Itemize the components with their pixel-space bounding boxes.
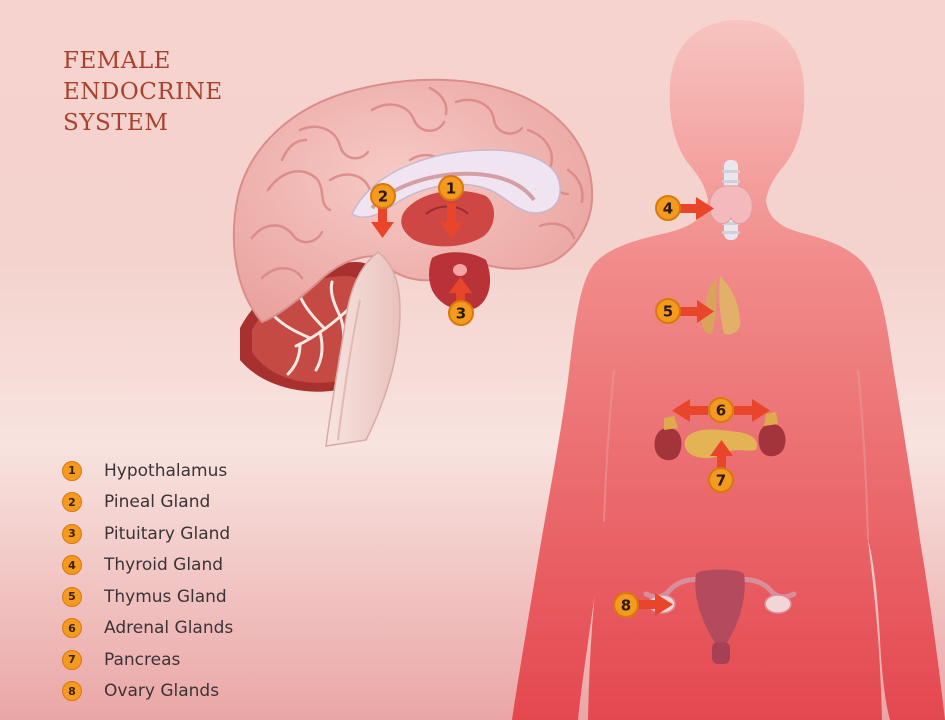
marker-7-number: 7 — [716, 472, 726, 490]
legend-number-badge: 4 — [62, 555, 82, 575]
legend-label: Thymus Gland — [104, 587, 227, 607]
marker-3: 3 — [449, 301, 473, 325]
legend-label: Pituitary Gland — [104, 524, 230, 544]
marker-1: 1 — [439, 176, 463, 200]
marker-8-number: 8 — [621, 597, 631, 615]
legend-item: 8 Ovary Glands — [62, 676, 233, 708]
legend-label: Adrenal Glands — [104, 618, 233, 638]
legend-item: 5 Thymus Gland — [62, 581, 233, 613]
legend: 1 Hypothalamus 2 Pineal Gland 3 Pituitar… — [62, 455, 233, 707]
legend-item: 1 Hypothalamus — [62, 455, 233, 487]
marker-2: 2 — [371, 184, 395, 208]
legend-number-badge: 8 — [62, 681, 82, 701]
legend-label: Pineal Gland — [104, 492, 210, 512]
marker-7: 7 — [709, 468, 733, 492]
legend-label: Thyroid Gland — [104, 555, 223, 575]
legend-label: Hypothalamus — [104, 461, 227, 481]
marker-2-number: 2 — [378, 188, 388, 206]
legend-number-badge: 5 — [62, 587, 82, 607]
brain-illustration — [234, 80, 592, 446]
legend-number-badge: 6 — [62, 618, 82, 638]
marker-3-number: 3 — [456, 305, 466, 323]
marker-1-number: 1 — [446, 180, 456, 198]
legend-number-badge: 2 — [62, 492, 82, 512]
marker-8: 8 — [614, 593, 638, 617]
legend-item: 7 Pancreas — [62, 644, 233, 676]
legend-number-badge: 3 — [62, 524, 82, 544]
legend-label: Pancreas — [104, 650, 180, 670]
marker-6-number: 6 — [716, 402, 726, 420]
marker-5: 5 — [656, 299, 680, 323]
marker-4-number: 4 — [663, 200, 673, 218]
legend-number-badge: 1 — [62, 461, 82, 481]
legend-item: 4 Thyroid Gland — [62, 550, 233, 582]
legend-item: 3 Pituitary Gland — [62, 518, 233, 550]
marker-6: 6 — [709, 398, 733, 422]
legend-number-badge: 7 — [62, 650, 82, 670]
marker-4: 4 — [656, 196, 680, 220]
legend-item: 6 Adrenal Glands — [62, 613, 233, 645]
legend-label: Ovary Glands — [104, 681, 219, 701]
legend-item: 2 Pineal Gland — [62, 487, 233, 519]
marker-5-number: 5 — [663, 303, 673, 321]
